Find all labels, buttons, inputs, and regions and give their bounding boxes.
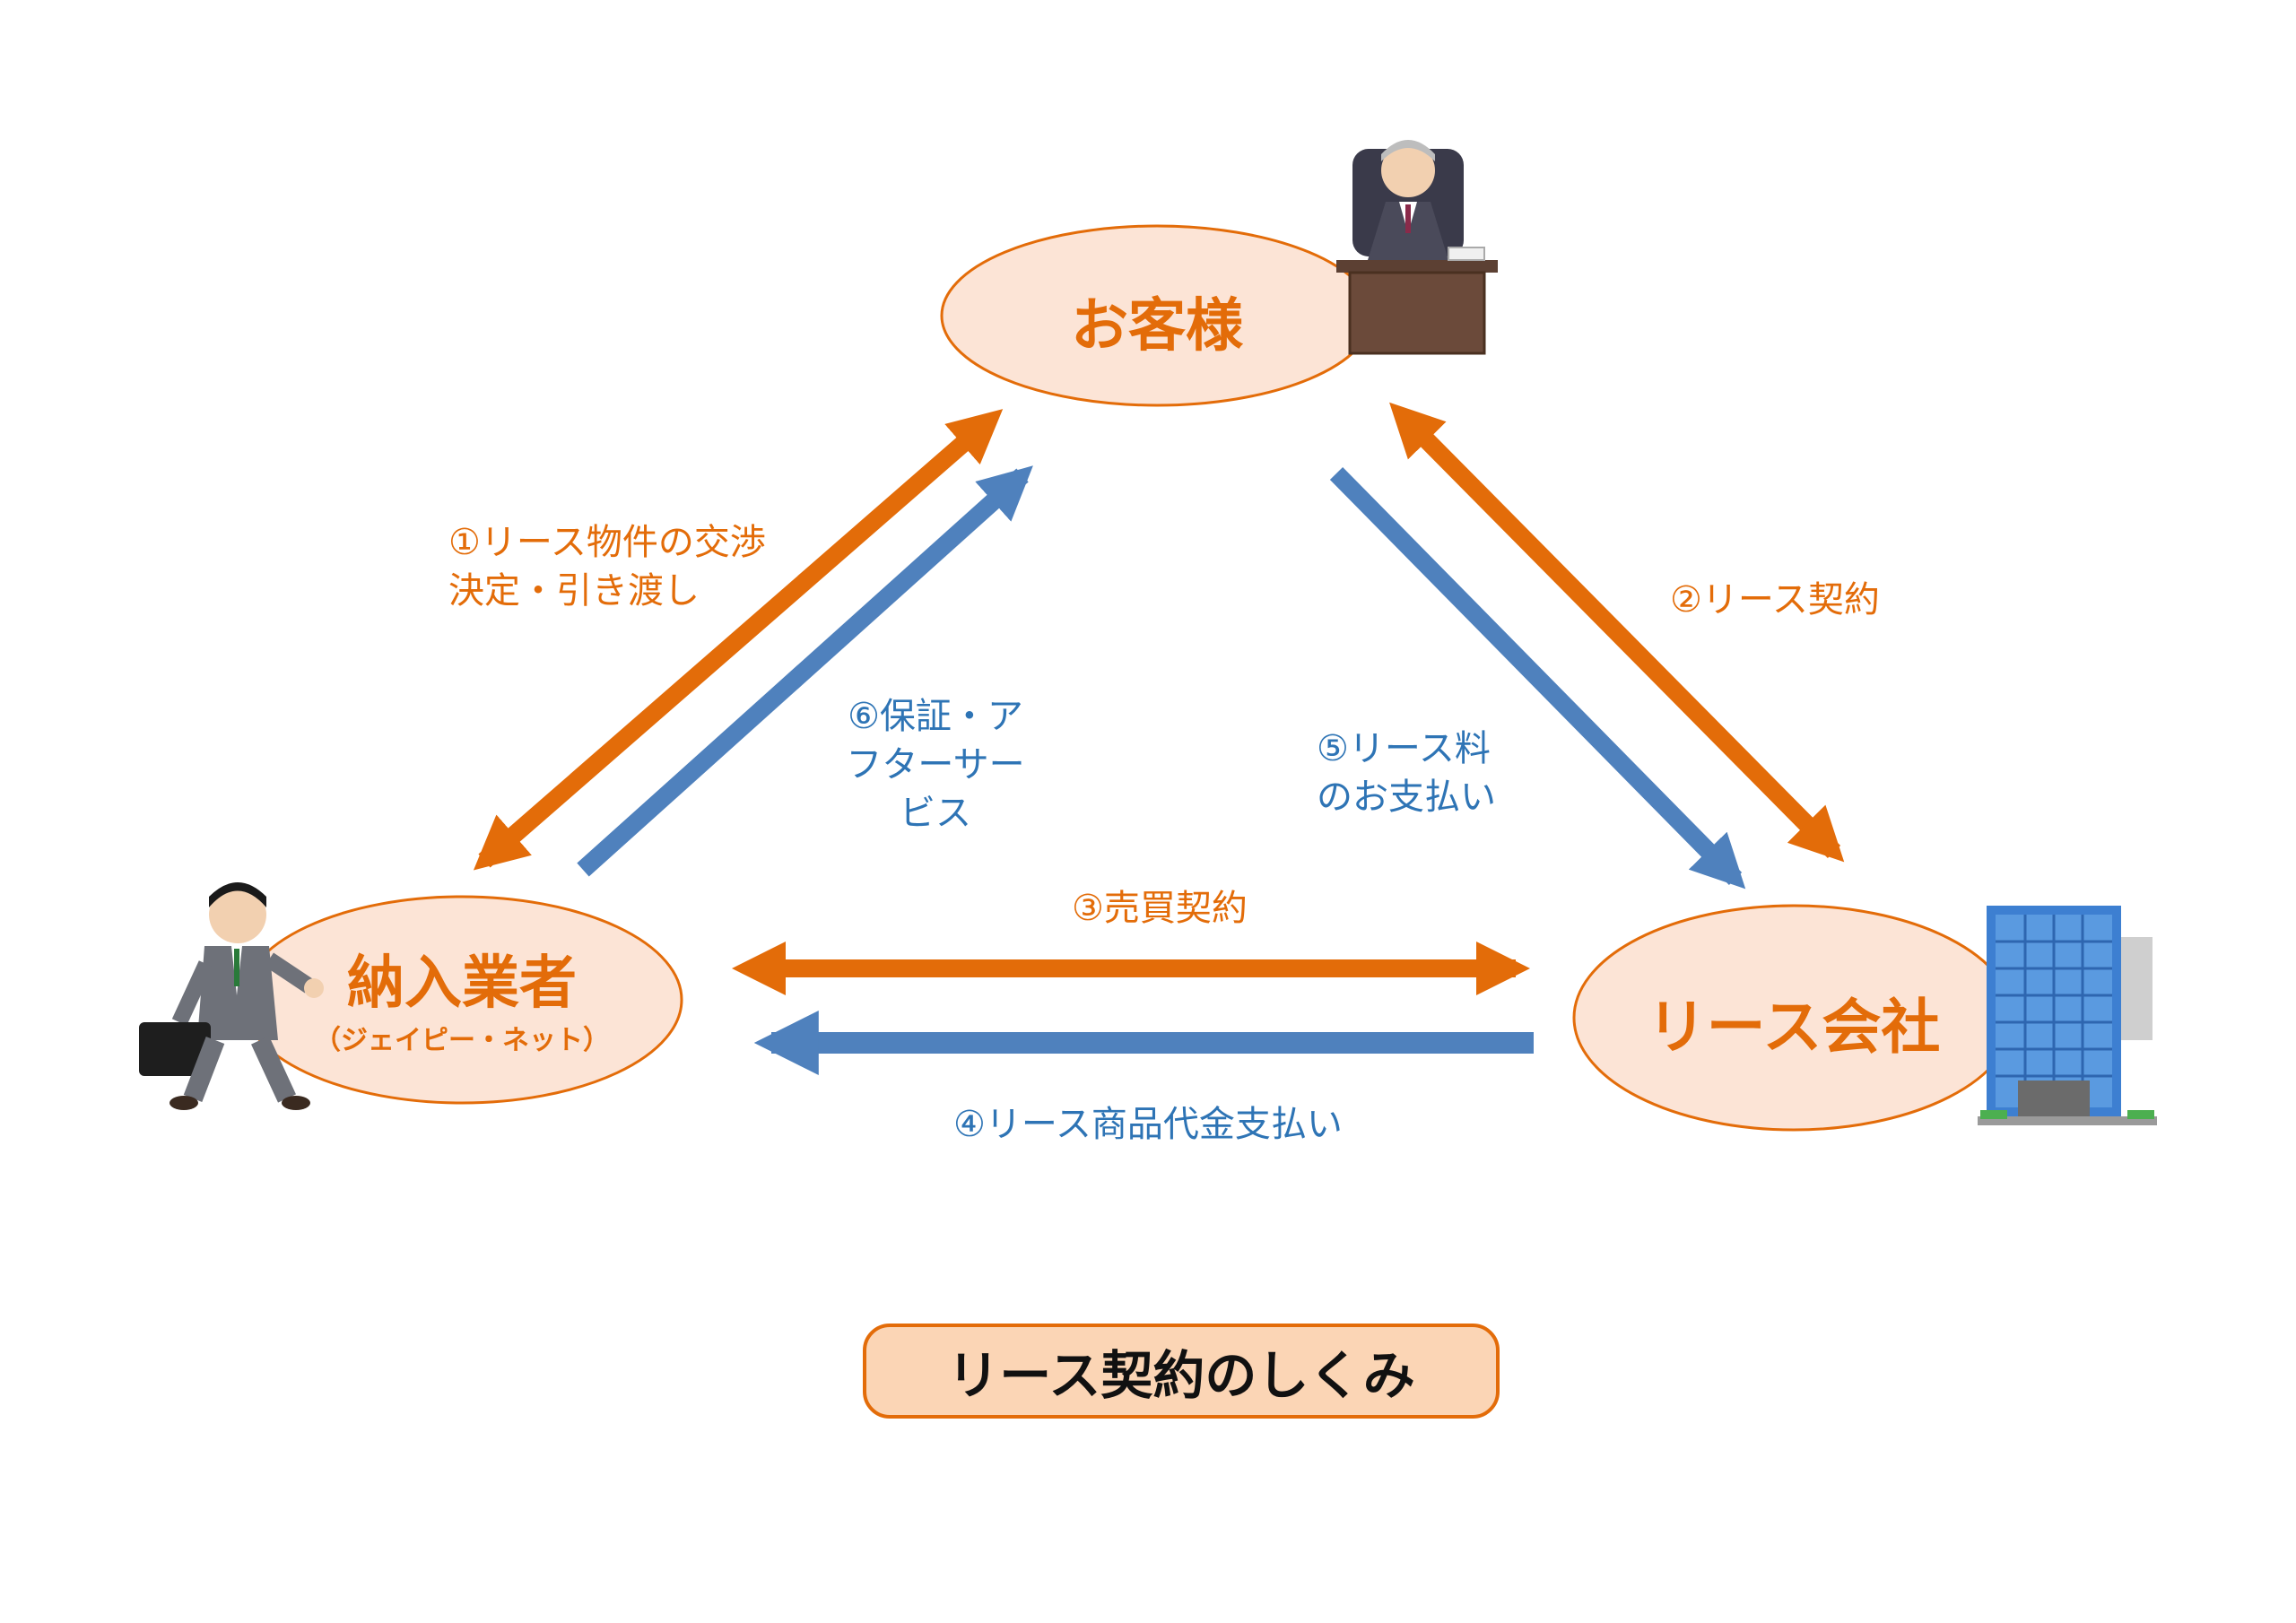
arrow-step1 <box>473 409 1004 871</box>
supplier-sublabel: （ジェイピー・ネット） <box>314 1025 610 1056</box>
diagram-title-box: リース契約のしくみ <box>863 1324 1500 1419</box>
arrow-step6 <box>577 465 1033 877</box>
customer-label: お客様 <box>1071 293 1243 360</box>
step1-label: ①リース物件の交渉 決定・引き渡し <box>448 522 766 612</box>
office-building-icon <box>1978 906 2157 1125</box>
supplier-label: 納入業者 <box>347 950 577 1017</box>
lease-company-label: リース会社 <box>1647 993 1941 1062</box>
step3-label: ③売買契約 <box>1072 888 1248 929</box>
arrow-step2 <box>1389 402 1845 863</box>
step2-label: ②リース契約 <box>1670 579 1880 621</box>
step4-label: ④リース商品代金支払い <box>953 1104 1343 1145</box>
businessman-at-desk-icon <box>1336 140 1498 355</box>
step5-label: ⑤リース料 のお支払い <box>1317 728 1496 818</box>
diagram-title: リース契約のしくみ <box>947 1345 1415 1406</box>
running-salesman-icon <box>139 882 324 1110</box>
step6-label: ⑥保証・ア フターサー ビス <box>846 696 1025 834</box>
